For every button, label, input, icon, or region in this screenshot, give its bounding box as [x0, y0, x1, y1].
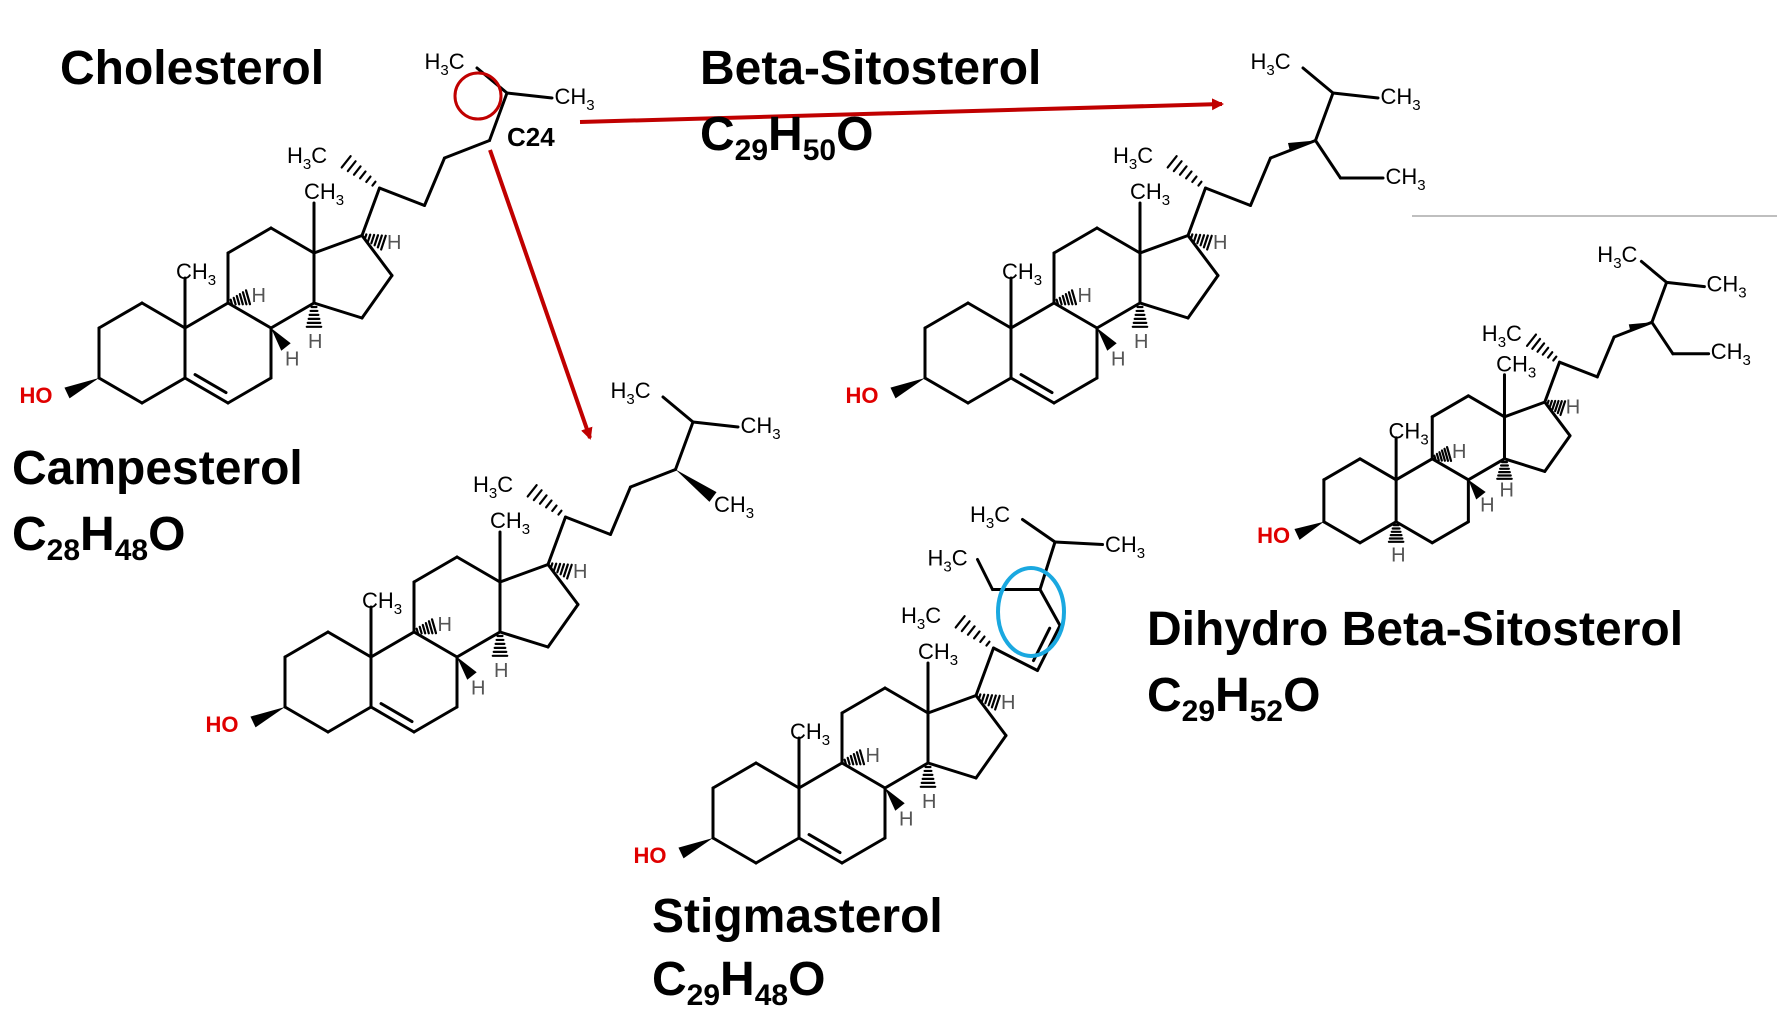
svg-text:CH3: CH3 — [1389, 419, 1429, 449]
svg-text:H3C: H3C — [473, 472, 513, 502]
campesterol-name: Campesterol — [12, 442, 303, 495]
svg-text:CH3: CH3 — [304, 179, 344, 209]
svg-text:CH3: CH3 — [1130, 179, 1170, 209]
c24-highlight-circle — [453, 71, 503, 121]
svg-text:H3C: H3C — [287, 143, 327, 173]
svg-text:CH3: CH3 — [1386, 164, 1426, 194]
svg-text:CH3: CH3 — [1002, 259, 1042, 289]
svg-text:CH3: CH3 — [1711, 339, 1751, 369]
svg-text:H: H — [1111, 349, 1125, 371]
c24-position-label: C24 — [507, 122, 555, 152]
svg-text:HO: HO — [20, 383, 53, 408]
svg-text:H3C: H3C — [425, 49, 465, 79]
svg-text:CH3: CH3 — [741, 413, 781, 443]
cholesterol-name: Cholesterol — [60, 42, 325, 95]
arrow-to-beta-sitosterol — [579, 98, 1224, 124]
svg-text:HO: HO — [206, 712, 239, 737]
svg-text:CH3: CH3 — [176, 259, 216, 289]
dihydro-beta-sitosterol-name: Dihydro Beta-Sitosterol — [1147, 603, 1684, 656]
svg-text:H3C: H3C — [1597, 242, 1637, 272]
svg-text:CH3: CH3 — [362, 588, 402, 618]
svg-text:HO: HO — [846, 383, 879, 408]
campesterol-formula: C28H48O — [12, 508, 186, 567]
svg-text:H: H — [285, 349, 299, 371]
svg-text:H: H — [866, 745, 880, 767]
double-bond-highlight-ellipse — [996, 566, 1066, 658]
svg-text:H: H — [1134, 331, 1148, 353]
svg-text:H3C: H3C — [1113, 143, 1153, 173]
svg-text:H: H — [438, 614, 452, 636]
dihydro-beta-sitosterol-formula: C29H52O — [1147, 669, 1321, 728]
arrow-to-campesterol — [488, 149, 593, 440]
svg-text:H: H — [1391, 545, 1405, 567]
svg-text:H: H — [1078, 285, 1092, 307]
svg-text:H: H — [1566, 396, 1580, 418]
svg-text:CH3: CH3 — [1496, 351, 1536, 381]
svg-text:H: H — [1001, 692, 1015, 714]
svg-text:CH3: CH3 — [1105, 532, 1145, 562]
svg-text:H: H — [1452, 441, 1466, 463]
beta-sitosterol-name: Beta-Sitosterol — [700, 42, 1042, 95]
stigmasterol-name: Stigmasterol — [652, 890, 943, 943]
svg-text:H: H — [1499, 480, 1513, 502]
svg-text:CH3: CH3 — [790, 719, 830, 749]
svg-text:H3C: H3C — [928, 546, 968, 576]
svg-text:H: H — [471, 678, 485, 700]
beta-sitosterol-formula: C29H50O — [700, 108, 874, 167]
svg-text:HO: HO — [1257, 523, 1290, 548]
svg-text:H: H — [1213, 232, 1227, 254]
svg-text:H3C: H3C — [901, 603, 941, 633]
svg-text:H: H — [899, 809, 913, 831]
svg-text:H: H — [573, 561, 587, 583]
svg-text:CH3: CH3 — [555, 84, 595, 114]
svg-text:H: H — [1480, 494, 1494, 516]
svg-text:H3C: H3C — [970, 502, 1010, 532]
svg-text:CH3: CH3 — [918, 639, 958, 669]
svg-text:H3C: H3C — [1251, 49, 1291, 79]
svg-text:CH3: CH3 — [1381, 84, 1421, 114]
svg-text:H: H — [308, 331, 322, 353]
svg-text:H: H — [387, 232, 401, 254]
svg-text:H: H — [252, 285, 266, 307]
svg-text:H: H — [494, 660, 508, 682]
svg-text:H: H — [922, 791, 936, 813]
svg-text:CH3: CH3 — [490, 508, 530, 538]
svg-text:H3C: H3C — [611, 378, 651, 408]
svg-text:H3C: H3C — [1482, 321, 1522, 351]
stigmasterol-formula: C29H48O — [652, 953, 826, 1012]
svg-text:CH3: CH3 — [1707, 272, 1747, 302]
svg-text:HO: HO — [634, 843, 667, 868]
svg-text:CH3: CH3 — [714, 492, 754, 522]
